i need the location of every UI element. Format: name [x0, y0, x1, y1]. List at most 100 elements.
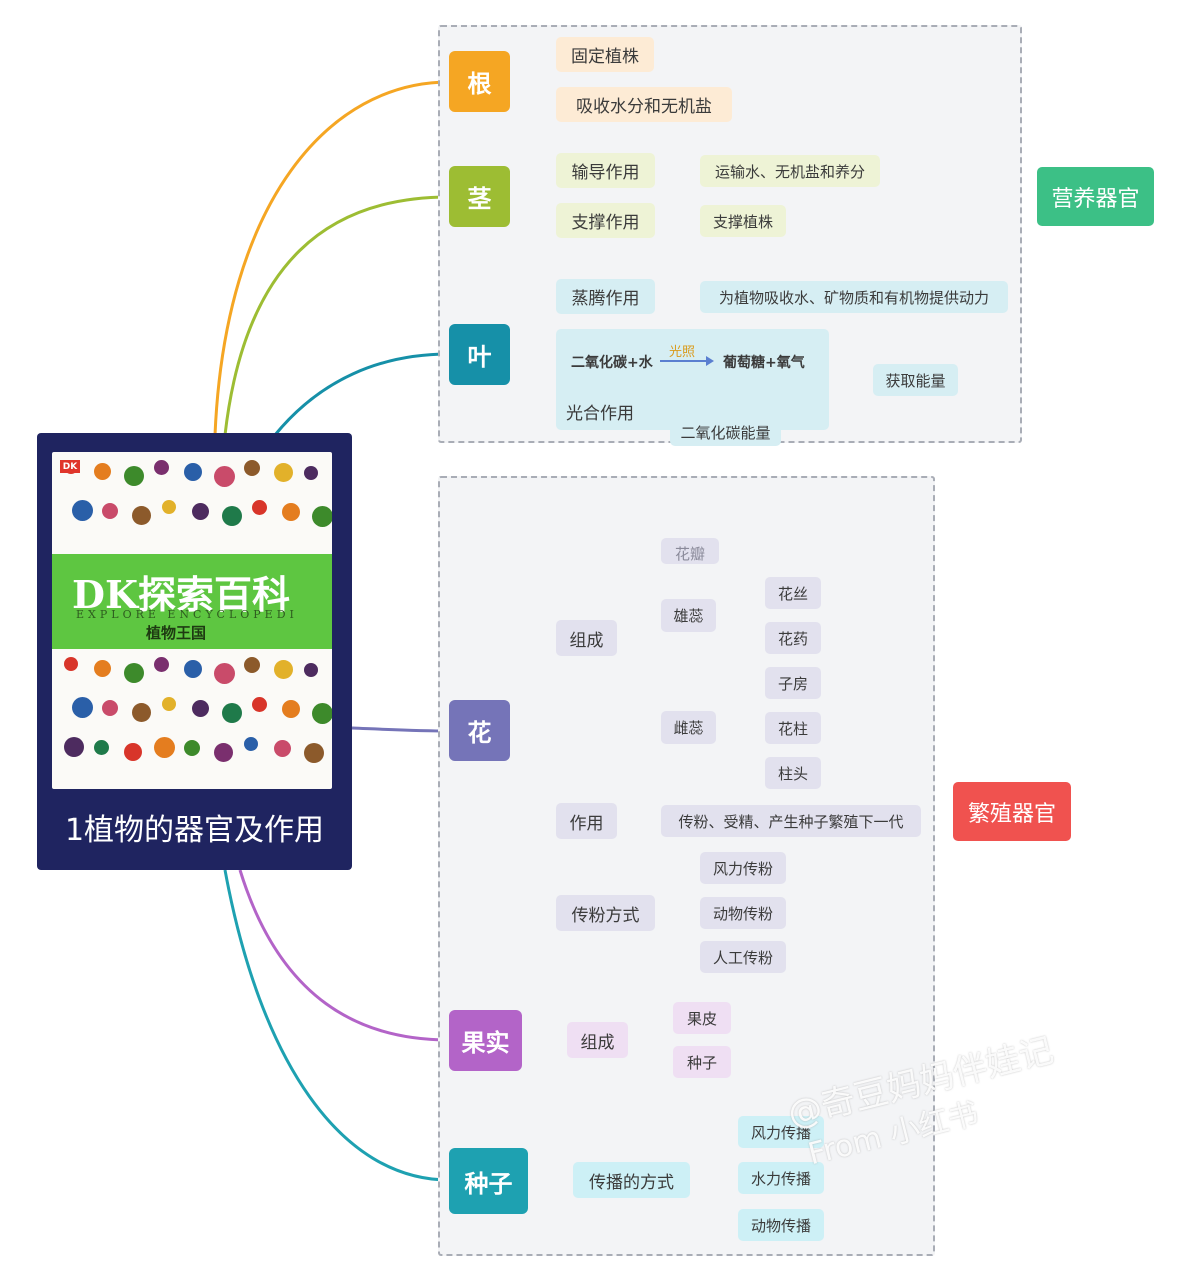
flower-illustration — [192, 700, 209, 717]
pistil-style[interactable]: 花柱 — [765, 712, 821, 744]
leaf-transpiration-detail[interactable]: 为植物吸收水、矿物质和有机物提供动力 — [700, 281, 1008, 313]
organ-flower[interactable]: 花 — [449, 700, 510, 761]
flower-illustration — [274, 463, 293, 482]
flower-illustration — [124, 466, 144, 486]
flower-illustration — [124, 743, 142, 761]
link-flower — [351, 726, 450, 733]
organ-fruit[interactable]: 果实 — [449, 1010, 522, 1071]
flower-illustration — [162, 500, 176, 514]
leaf-transpiration[interactable]: 蒸腾作用 — [556, 279, 655, 314]
flower-illustration — [184, 740, 200, 756]
flower-illustration — [282, 700, 300, 718]
photosynthesis-arrow-head-icon — [706, 356, 714, 366]
link-seed — [223, 869, 450, 1182]
flower-illustration — [304, 466, 318, 480]
flower-illustration — [214, 466, 235, 487]
flower-illustration — [94, 463, 111, 480]
link-leaf — [273, 352, 450, 436]
flower-illustration — [222, 703, 242, 723]
leaf-photosynthesis[interactable]: 二氧化碳+水 光照 葡萄糖+氧气 光合作用 — [556, 329, 829, 430]
photosynthesis-label: 光合作用 — [566, 404, 634, 424]
flower-illustration — [72, 500, 93, 521]
flower-illustration — [282, 503, 300, 521]
flower-pollination[interactable]: 传粉方式 — [556, 895, 655, 931]
book-title: DK探索百科 — [72, 572, 290, 617]
flower-function[interactable]: 作用 — [556, 803, 617, 839]
flower-illustration — [154, 657, 169, 672]
stem-support-detail[interactable]: 支撑植株 — [700, 205, 786, 237]
flower-illustration — [102, 503, 118, 519]
pistil-stigma[interactable]: 柱头 — [765, 757, 821, 789]
book-cover-image: DK探索百科 EXPLORE ENCYCLOPEDI 植物王国 DK — [52, 452, 332, 789]
flower-illustration — [64, 657, 78, 671]
flower-function-detail[interactable]: 传粉、受精、产生种子繁殖下一代 — [661, 805, 921, 837]
dispersal-wind[interactable]: 风力传播 — [738, 1116, 824, 1148]
flower-illustration — [244, 737, 258, 751]
pollination-wind[interactable]: 风力传粉 — [700, 852, 786, 884]
photosynthesis-condition: 光照 — [669, 345, 696, 360]
book-name: 植物王国 — [146, 624, 207, 642]
pistil-ovary[interactable]: 子房 — [765, 667, 821, 699]
flower-illustration — [154, 460, 169, 475]
flower-pistil[interactable]: 雌蕊 — [661, 711, 716, 744]
flower-illustration — [274, 660, 293, 679]
flower-illustration — [132, 506, 151, 525]
dk-logo: DK — [60, 460, 80, 473]
pollination-artificial[interactable]: 人工传粉 — [700, 941, 786, 973]
photosynthesis-reactants: 二氧化碳+水 — [571, 355, 653, 371]
pollination-animal[interactable]: 动物传粉 — [700, 897, 786, 929]
photosynthesis-sub[interactable]: 二氧化碳能量 — [670, 418, 781, 446]
flower-illustration — [124, 663, 144, 683]
organ-seed[interactable]: 种子 — [449, 1148, 528, 1214]
stamen-anther[interactable]: 花药 — [765, 622, 821, 654]
flower-illustration — [94, 660, 111, 677]
flower-illustration — [222, 506, 242, 526]
stem-conduction-detail[interactable]: 运输水、无机盐和养分 — [700, 155, 880, 187]
stem-support[interactable]: 支撑作用 — [556, 203, 655, 238]
photosynthesis-detail[interactable]: 获取能量 — [873, 364, 958, 396]
dispersal-animal[interactable]: 动物传播 — [738, 1209, 824, 1241]
flower-petal[interactable]: 花瓣 — [661, 538, 719, 564]
flower-illustration — [162, 697, 176, 711]
reproductive-organs-tag[interactable]: 繁殖器官 — [953, 782, 1071, 841]
photosynthesis-products: 葡萄糖+氧气 — [723, 355, 805, 371]
flower-illustration — [252, 697, 267, 712]
flower-illustration — [312, 506, 332, 527]
stem-conduction[interactable]: 输导作用 — [556, 153, 655, 188]
seed-dispersal[interactable]: 传播的方式 — [573, 1162, 690, 1198]
fruit-composition[interactable]: 组成 — [567, 1022, 628, 1058]
book-subtitle: EXPLORE ENCYCLOPEDI — [76, 608, 298, 621]
dispersal-water[interactable]: 水力传播 — [738, 1162, 824, 1194]
flower-illustration — [132, 703, 151, 722]
flower-illustration — [304, 743, 324, 763]
photosynthesis-arrow — [660, 360, 708, 362]
root-node[interactable]: DK探索百科 EXPLORE ENCYCLOPEDI 植物王国 DK 1植物的器… — [37, 433, 352, 870]
fruit-seed[interactable]: 种子 — [673, 1046, 731, 1078]
root-title: 1植物的器官及作用 — [64, 813, 325, 848]
flower-composition[interactable]: 组成 — [556, 620, 617, 656]
stamen-filament[interactable]: 花丝 — [765, 577, 821, 609]
flower-illustration — [274, 740, 291, 757]
flower-illustration — [102, 700, 118, 716]
link-stem — [223, 195, 450, 436]
flower-illustration — [312, 703, 332, 724]
flower-illustration — [304, 663, 318, 677]
flower-illustration — [252, 500, 267, 515]
flower-illustration — [192, 503, 209, 520]
fruit-peel[interactable]: 果皮 — [673, 1002, 731, 1034]
flower-illustration — [244, 460, 260, 476]
flower-illustration — [244, 657, 260, 673]
vegetative-organs-tag[interactable]: 营养器官 — [1037, 167, 1154, 226]
root-item-anchor[interactable]: 固定植株 — [556, 37, 654, 72]
organ-root[interactable]: 根 — [449, 51, 510, 112]
flower-illustration — [214, 663, 235, 684]
flower-illustration — [184, 463, 202, 481]
flower-stamen[interactable]: 雄蕊 — [661, 599, 716, 632]
flower-illustration — [64, 737, 84, 757]
flower-illustration — [154, 737, 175, 758]
root-item-absorb[interactable]: 吸收水分和无机盐 — [556, 87, 732, 122]
link-root — [213, 80, 450, 436]
organ-leaf[interactable]: 叶 — [449, 324, 510, 385]
organ-stem[interactable]: 茎 — [449, 166, 510, 227]
flower-illustration — [94, 740, 109, 755]
